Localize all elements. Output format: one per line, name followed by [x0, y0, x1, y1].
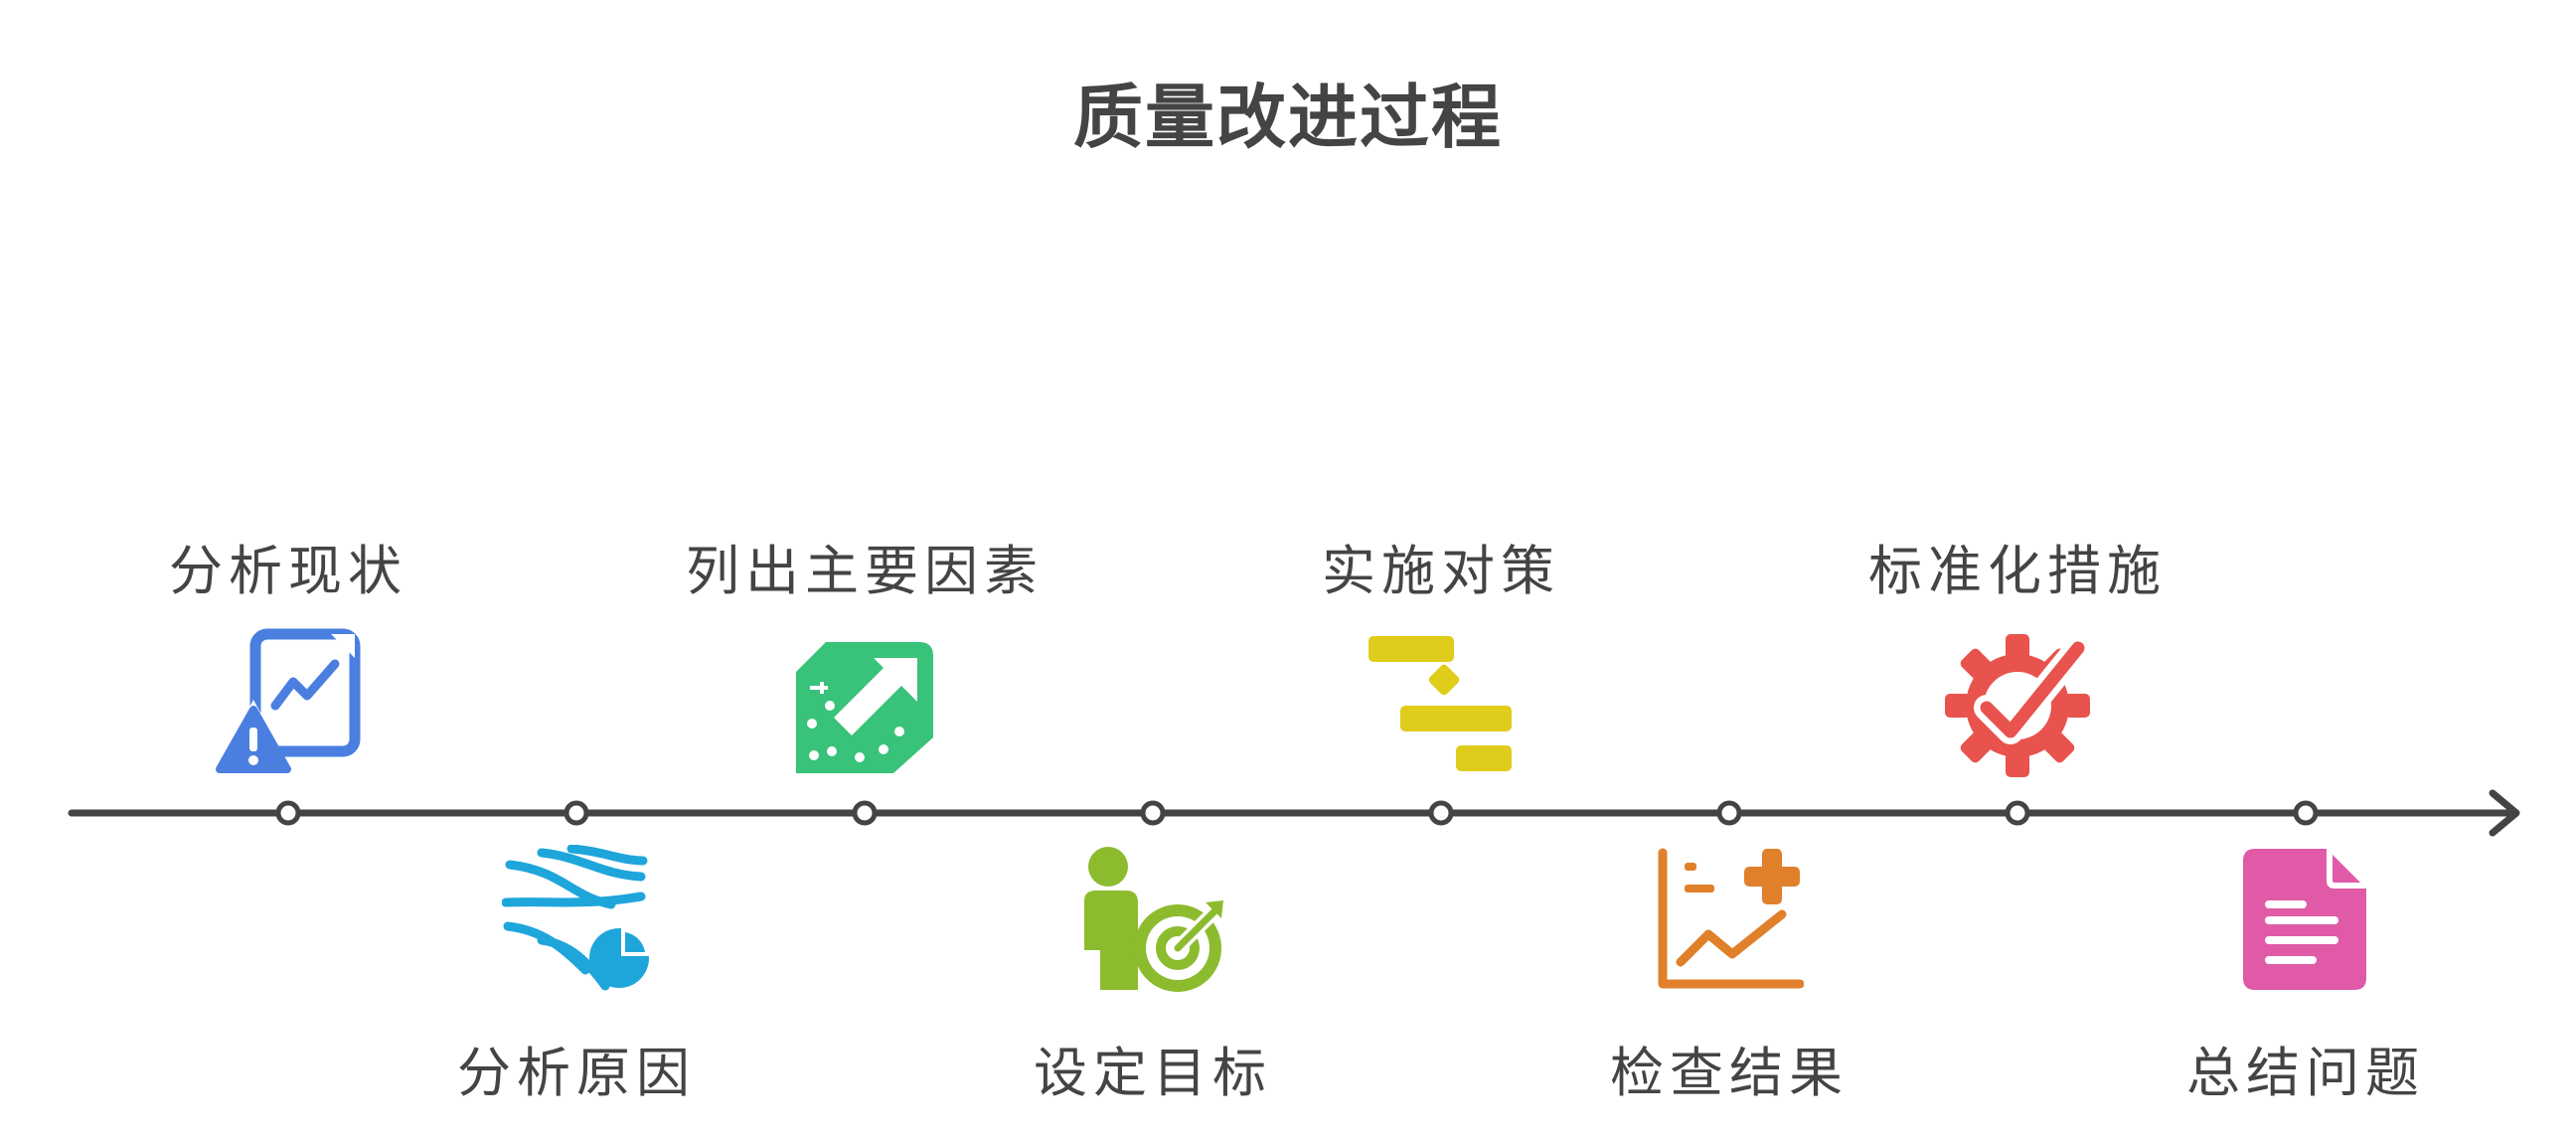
- arrow-ticket-icon: [790, 628, 939, 777]
- step-label-8: 总结问题: [2186, 1042, 2425, 1104]
- step-label-6: 检查结果: [1610, 1042, 1849, 1104]
- timeline-dot-6: [1716, 800, 1742, 826]
- page-title: 质量改进过程: [1073, 76, 1503, 158]
- timeline-dot-2: [564, 800, 589, 826]
- document-icon: [2231, 845, 2380, 994]
- gantt-icon: [1367, 628, 1516, 777]
- timeline-dot-7: [2005, 800, 2030, 826]
- step-label-5: 实施对策: [1322, 540, 1560, 602]
- timeline-arrowhead: [2489, 789, 2520, 837]
- timeline-dot-5: [1428, 800, 1454, 826]
- person-target-icon: [1078, 845, 1227, 994]
- step-label-1: 分析现状: [169, 540, 407, 602]
- step-label-7: 标准化措施: [1868, 540, 2167, 602]
- timeline-dot-1: [275, 800, 301, 826]
- flow-pie-icon: [502, 845, 651, 994]
- chart-warning-icon: [214, 628, 363, 777]
- timeline-dot-4: [1140, 800, 1166, 826]
- timeline-dot-3: [852, 800, 878, 826]
- step-label-4: 设定目标: [1034, 1042, 1272, 1104]
- step-label-3: 列出主要因素: [686, 540, 1044, 602]
- step-label-2: 分析原因: [457, 1042, 696, 1104]
- timeline-dot-8: [2293, 800, 2319, 826]
- gear-check-icon: [1943, 628, 2092, 777]
- line-chart-plus-icon: [1655, 845, 1804, 994]
